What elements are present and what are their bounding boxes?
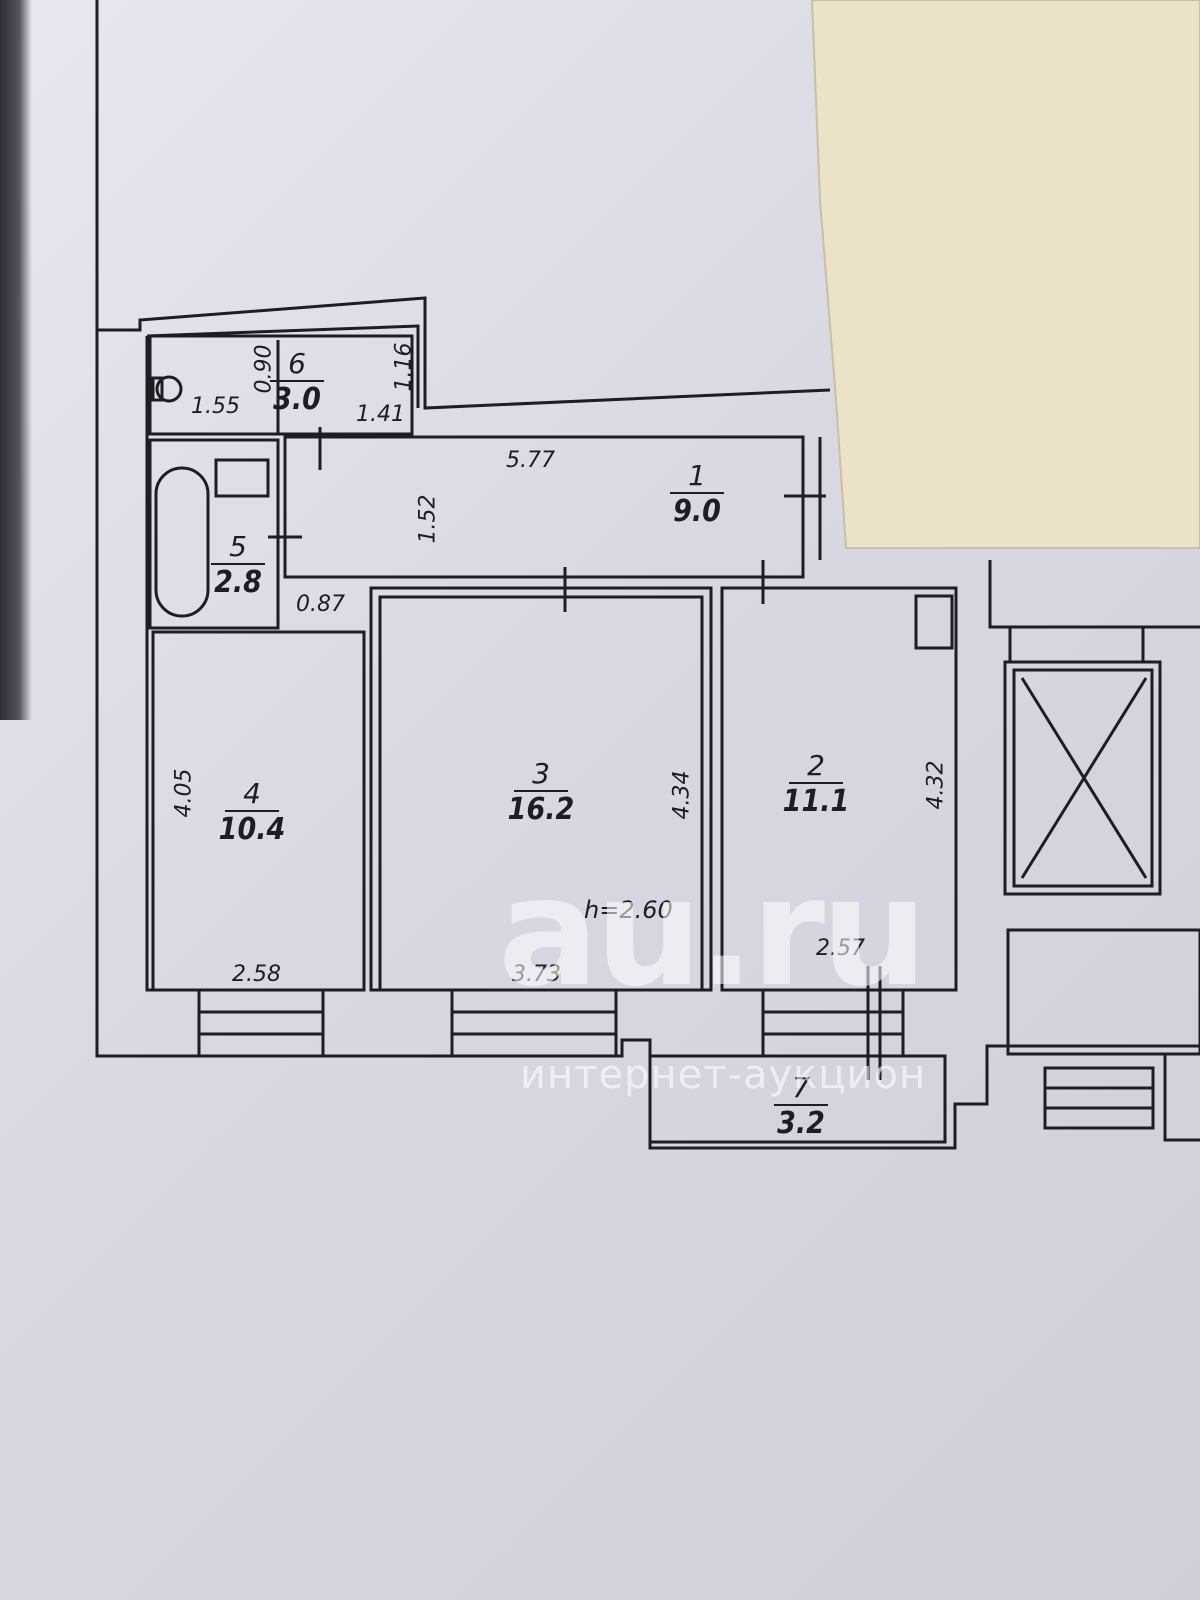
dim-hall-length: 5.77 [506,448,555,473]
stair-room [1006,928,1200,1056]
dim-room-6-width: 1.41 [356,402,405,427]
dim-room-2-width: 2.57 [816,936,865,961]
room-7-label: 7 3.2 [756,1074,846,1139]
toilet-fixture [155,375,183,403]
dim-hall-width: 1.52 [415,494,441,544]
elevator-cross-2 [1020,677,1148,879]
window-room-4 [197,988,325,1058]
dim-toilet-width: 1.55 [191,394,240,419]
stair-steps [1043,1066,1155,1130]
window-room-3 [450,988,618,1058]
elevator-shaft [1003,660,1162,896]
top-wall [97,296,831,410]
elevator-shaft-inner [1012,668,1154,888]
bathtub [154,466,210,618]
room-6-outline [148,334,414,436]
photo-edge-shadow [0,0,32,720]
top-wall-inner [146,324,420,408]
watermark-subtitle: интернет-аукцион [520,1052,927,1098]
room-2-cabinet [914,594,954,650]
dim-room-2-depth: 4.32 [923,760,949,810]
watermark-logo: au.ru [498,846,928,1020]
dim-toilet-depth: 0.90 [251,344,277,394]
dim-room-3-depth: 4.34 [669,770,695,820]
sink [214,458,270,498]
outer-wall [95,0,1200,1150]
room-4-label: 4 10.4 [218,777,286,847]
dim-bath-gap: 0.87 [296,592,345,617]
dim-room-4-width: 2.58 [232,962,281,987]
stair-outer [1163,1054,1200,1142]
room-5-label: 5 2.8 [193,533,283,598]
dim-room-3-width: 3.73 [512,962,561,987]
room-5-outline [148,438,280,630]
ceiling-height: h=2.60 [584,896,673,924]
room-6-label: 6 3.0 [252,350,342,415]
room-2-label: 2 11.1 [782,749,850,819]
stair-wall [988,560,1200,629]
room-7-outline [648,1054,947,1144]
dim-room-6-depth: 1.16 [391,342,417,392]
room-1-label: 1 9.0 [652,462,742,527]
toilet-tank [151,376,164,402]
room-3-label: 3 16.2 [507,757,575,827]
dim-room-4-depth: 4.05 [171,768,197,818]
